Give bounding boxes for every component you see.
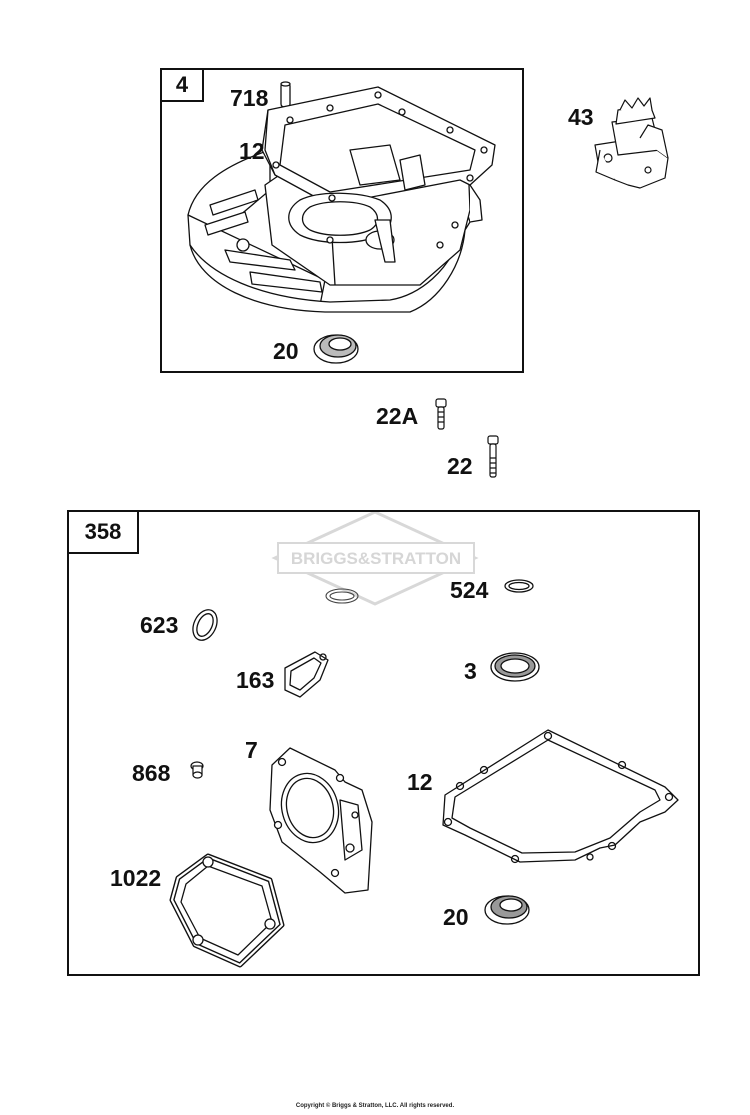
callout-1022: 1022 xyxy=(110,865,162,891)
o-ring-behind-watermark xyxy=(325,588,359,604)
callout-12-top: 12 xyxy=(239,138,265,164)
gasket-163 xyxy=(284,651,329,698)
callout-22: 22 xyxy=(447,453,473,479)
oil-seal-20-top xyxy=(313,334,359,364)
assembly-box-358: 358 xyxy=(67,510,700,976)
callout-163: 163 xyxy=(236,667,275,693)
callout-718: 718 xyxy=(230,85,269,111)
callout-868: 868 xyxy=(132,760,171,786)
callout-12-kit: 12 xyxy=(407,769,433,795)
head-gasket-7 xyxy=(269,747,373,894)
rocker-cover-gasket-1022 xyxy=(169,853,285,968)
callout-7: 7 xyxy=(245,737,258,763)
callout-3: 3 xyxy=(464,658,477,684)
callout-20-kit: 20 xyxy=(443,904,469,930)
callout-22A: 22A xyxy=(376,403,419,429)
callout-20-top: 20 xyxy=(273,338,299,364)
governor-gear-43 xyxy=(594,97,669,189)
oil-seal-20-kit xyxy=(484,895,530,925)
callout-623: 623 xyxy=(140,612,179,638)
oil-seal-3 xyxy=(490,652,540,682)
callout-43: 43 xyxy=(568,104,594,130)
watermark-text: BRIGGS&STRATTON xyxy=(291,549,461,568)
bolt-22 xyxy=(487,435,499,478)
copyright-notice: Copyright © Briggs & Stratton, LLC. All … xyxy=(295,1103,455,1109)
o-ring-524 xyxy=(504,579,534,593)
assembly-box-4: 4 xyxy=(160,68,524,373)
assembly-label-4: 4 xyxy=(162,70,204,102)
bolt-22A xyxy=(435,398,447,430)
sump-cover-4 xyxy=(187,86,496,313)
o-ring-623 xyxy=(192,609,218,641)
callout-524: 524 xyxy=(450,577,489,603)
briggs-stratton-logo-watermark: BRIGGS&STRATTON xyxy=(271,510,479,606)
sump-gasket-12 xyxy=(442,729,679,864)
assembly-label-358: 358 xyxy=(69,512,139,554)
plug-868 xyxy=(190,761,204,779)
